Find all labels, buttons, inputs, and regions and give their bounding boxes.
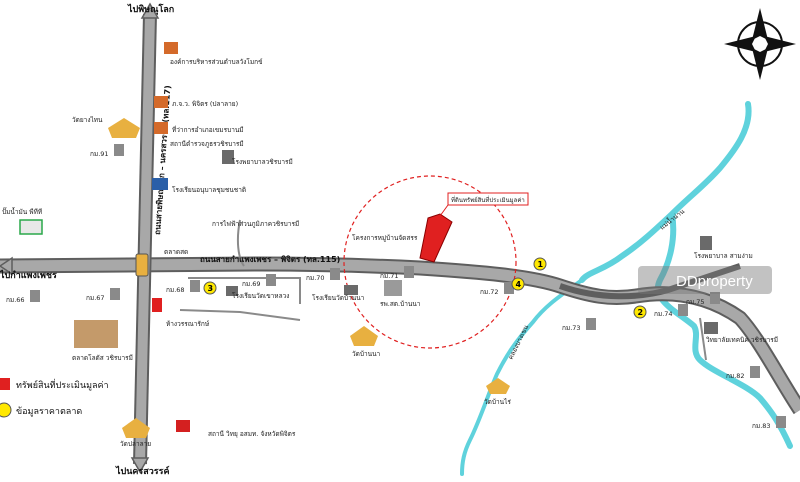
- label-temple-bp: วัดบ้านไร่: [484, 398, 511, 406]
- km-marker: กม.74: [654, 304, 688, 318]
- km-marker-label: กม.69: [242, 280, 261, 288]
- direction-west: ไปกำแพงเพชร: [0, 269, 57, 281]
- market-point-label: 2: [638, 308, 644, 317]
- compass-north: N: [756, 41, 764, 51]
- km-marker: กม.83: [752, 416, 786, 430]
- label-school-bn: โรงเรียนวัดบ้านนา: [312, 294, 365, 302]
- label-hospital-sam: โรงพยาบาล สามง่าม: [694, 252, 753, 260]
- traffic-light-icon: [135, 253, 149, 277]
- market-point-marker: [633, 305, 647, 319]
- market-point-label: 1: [538, 260, 544, 269]
- label-hospital-bn: รพ.สต.บ้านนา: [380, 300, 421, 308]
- label-police-station: สถานีตำรวจภูธรวชิรบารมี: [170, 140, 244, 148]
- km-marker-label: กม.74: [654, 310, 673, 318]
- km-markers: กม.91 กม.66 กม.67 กม.68 กม.69 กม.70 กม.71 กม.72…: [6, 144, 786, 430]
- market-point-marker: [533, 257, 547, 271]
- watermark-ddproperty-bottom: DDproperty: [660, 449, 737, 466]
- km-marker-label: กม.72: [480, 288, 499, 296]
- label-temple-bn: วัดบ้านนา: [352, 350, 381, 358]
- subject-radius-circle: [343, 175, 517, 349]
- km-marker-label: กม.70: [306, 274, 325, 282]
- km-marker-label: กม.73: [562, 324, 581, 332]
- km-post-icon: [710, 292, 720, 304]
- km-post-icon: [776, 416, 786, 428]
- label-ptt: ปั๊มน้ำมัน พีทีที: [2, 207, 42, 216]
- direction-north: ไปพิษณุโลก: [127, 3, 174, 15]
- market-point-label: 4: [516, 280, 522, 289]
- market-point-marker: [203, 281, 217, 295]
- subject-parcel: [419, 213, 453, 263]
- km-post-icon: [504, 282, 514, 294]
- legend: ทรัพย์สินที่ประเมินมูลค่า ข้อมูลราคาตลาด: [0, 378, 109, 418]
- km-marker: กม.66: [6, 290, 40, 304]
- km-marker-label: กม.68: [166, 286, 185, 294]
- road-117: [135, 13, 155, 465]
- km-post-icon: [404, 266, 414, 278]
- km-post-icon: [750, 366, 760, 378]
- compass-icon: N: [724, 8, 796, 80]
- km-marker: กม.71: [380, 266, 414, 280]
- label-market-new: ห้างวรรณารักษ์: [166, 320, 210, 328]
- km-marker: กม.91: [90, 144, 124, 158]
- road-branch: [559, 263, 741, 300]
- label-market-old: ตลาดโลตัส วชิรบารมี: [72, 354, 133, 362]
- label-electricity: การไฟฟ้าส่วนภูมิภาควชิรบารมี: [212, 220, 299, 228]
- river-main: [579, 101, 793, 449]
- market-points: 1 2 3 4: [203, 257, 647, 319]
- label-housing: โครงการหมู่บ้านจัดสรร: [352, 234, 418, 242]
- legend-market-swatch: [0, 402, 12, 418]
- km-marker: กม.67: [86, 288, 120, 302]
- km-marker: กม.82: [726, 366, 760, 380]
- km-post-icon: [586, 318, 596, 330]
- label-college: วิทยาลัยเทคนิค วชิรบารมี: [706, 336, 778, 344]
- km-marker: กม.75: [686, 292, 720, 306]
- km-marker-label: กม.75: [686, 298, 705, 306]
- km-marker: กม.68: [166, 280, 200, 294]
- label-satanee: สถานี วิทยุ อสมท. จังหวัดพิจิตร: [208, 430, 296, 438]
- km-marker-label: กม.83: [752, 422, 771, 430]
- market-point-label: 3: [208, 284, 214, 293]
- km-marker: กม.72: [480, 282, 514, 296]
- km-marker-label: กม.82: [726, 372, 745, 380]
- market-point-marker: [511, 277, 525, 291]
- km-post-icon: [110, 288, 120, 300]
- km-marker: กม.69: [242, 274, 276, 288]
- km-marker-label: กม.91: [90, 150, 109, 158]
- label-police: ภ.จ.ว. พิจิตร (ปลาลาย): [172, 100, 238, 108]
- subject-callout: ที่ดินทรัพย์สินที่ประเมินมูลค่า: [451, 196, 525, 204]
- km-post-icon: [190, 280, 200, 292]
- label-temple-yang: วัดยางไทน: [72, 116, 103, 124]
- km-marker: กม.73: [562, 318, 596, 332]
- legend-subject-swatch: [0, 378, 10, 390]
- km-post-icon: [330, 268, 340, 280]
- watermark-ddproperty: DDproperty: [676, 273, 753, 290]
- label-school-kruw: โรงเรียนวัดเขาหลวง: [232, 292, 289, 300]
- km-post-icon: [114, 144, 124, 156]
- temple-icons: [108, 118, 510, 438]
- label-river: คลองบางเขน: [507, 323, 531, 361]
- km-marker-label: กม.66: [6, 296, 25, 304]
- legend-subject-label: ทรัพย์สินที่ประเมินมูลค่า: [16, 378, 109, 391]
- river-canal: [460, 278, 584, 476]
- direction-south: ไปนครสวรรค์: [115, 465, 169, 477]
- label-temple-pl: วัดปลาลาย: [120, 440, 151, 448]
- km-marker: กม.70: [306, 268, 340, 282]
- km-post-icon: [30, 290, 40, 302]
- traffic-sign-icon: [152, 298, 162, 312]
- label-school-dev: โรงเรียนอนุบาลชุมชนชาติ: [172, 186, 246, 194]
- km-marker-label: กม.71: [380, 272, 399, 280]
- km-post-icon: [678, 304, 688, 316]
- legend-market-label: ข้อมูลราคาตลาด: [16, 406, 82, 417]
- km-post-icon: [266, 274, 276, 286]
- label-sao: องค์การบริหารส่วนตำบลวังโมกข์: [170, 58, 263, 66]
- building-icons: [19, 42, 718, 432]
- label-market-fresh: ตลาดสด: [164, 248, 188, 256]
- road-115-label: ถนนสายกำแพงเพชร – พิจิตร (ทล.115): [200, 255, 340, 264]
- label-hospital: โรงพยาบาลวชิรบารมี: [232, 158, 293, 166]
- km-marker-label: กม.67: [86, 294, 105, 302]
- label-district: ที่ว่าการอำเภอเขมรบานมี: [172, 125, 244, 134]
